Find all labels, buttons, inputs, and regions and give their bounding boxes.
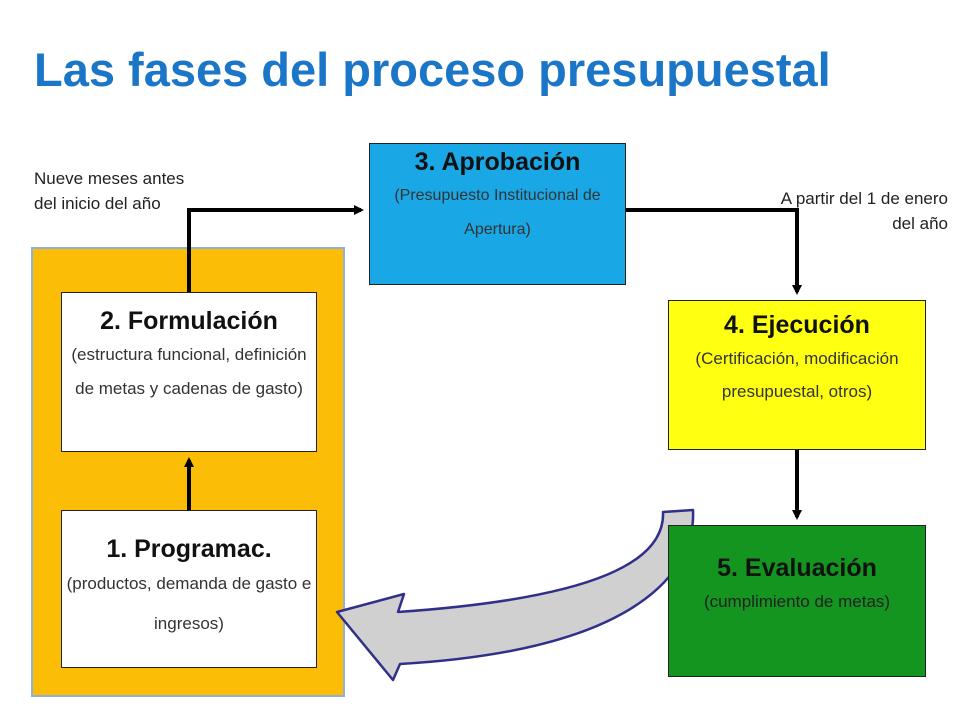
arrow-aprobacion-to-ejecucion	[626, 208, 802, 295]
phase-aprobacion-detail: (Presupuesto Institucional de Apertura)	[394, 187, 601, 238]
phase-formulacion: 2. Formulación (estructura funcional, de…	[61, 292, 317, 452]
phase-aprobacion: 3. Aprobación (Presupuesto Institucional…	[369, 143, 626, 285]
phase-ejecucion-heading: 4. Ejecución	[724, 311, 870, 339]
arrow-formulacion-to-aprobacion	[187, 205, 364, 292]
page-title: Las fases del proceso presupuestal	[34, 43, 831, 96]
phase-evaluacion: 5. Evaluación (cumplimiento de metas)	[668, 525, 926, 677]
phase-ejecucion-detail: (Certificación, modificación presupuesta…	[695, 349, 899, 401]
note-from-january: A partir del 1 de enero del año	[780, 189, 948, 233]
feedback-curved-arrow	[335, 508, 695, 682]
phase-ejecucion: 4. Ejecución (Certificación, modificació…	[668, 300, 926, 450]
phase-formulacion-detail: (estructura funcional, definición de met…	[71, 345, 307, 398]
phase-evaluacion-detail: (cumplimiento de metas)	[703, 592, 891, 611]
phase-evaluacion-heading: 5. Evaluación	[717, 554, 877, 582]
phase-programacion-heading: 1. Programac.	[106, 535, 272, 563]
phase-formulacion-heading: 2. Formulación	[100, 307, 278, 335]
phase-aprobacion-heading: 3. Aprobación	[414, 148, 581, 176]
phase-programacion-detail: (productos, demanda de gasto e ingresos)	[66, 574, 312, 633]
phase-programacion: 1. Programac. (productos, demanda de gas…	[61, 510, 317, 668]
note-before-start: Nueve meses antes del inicio del año	[34, 169, 185, 213]
